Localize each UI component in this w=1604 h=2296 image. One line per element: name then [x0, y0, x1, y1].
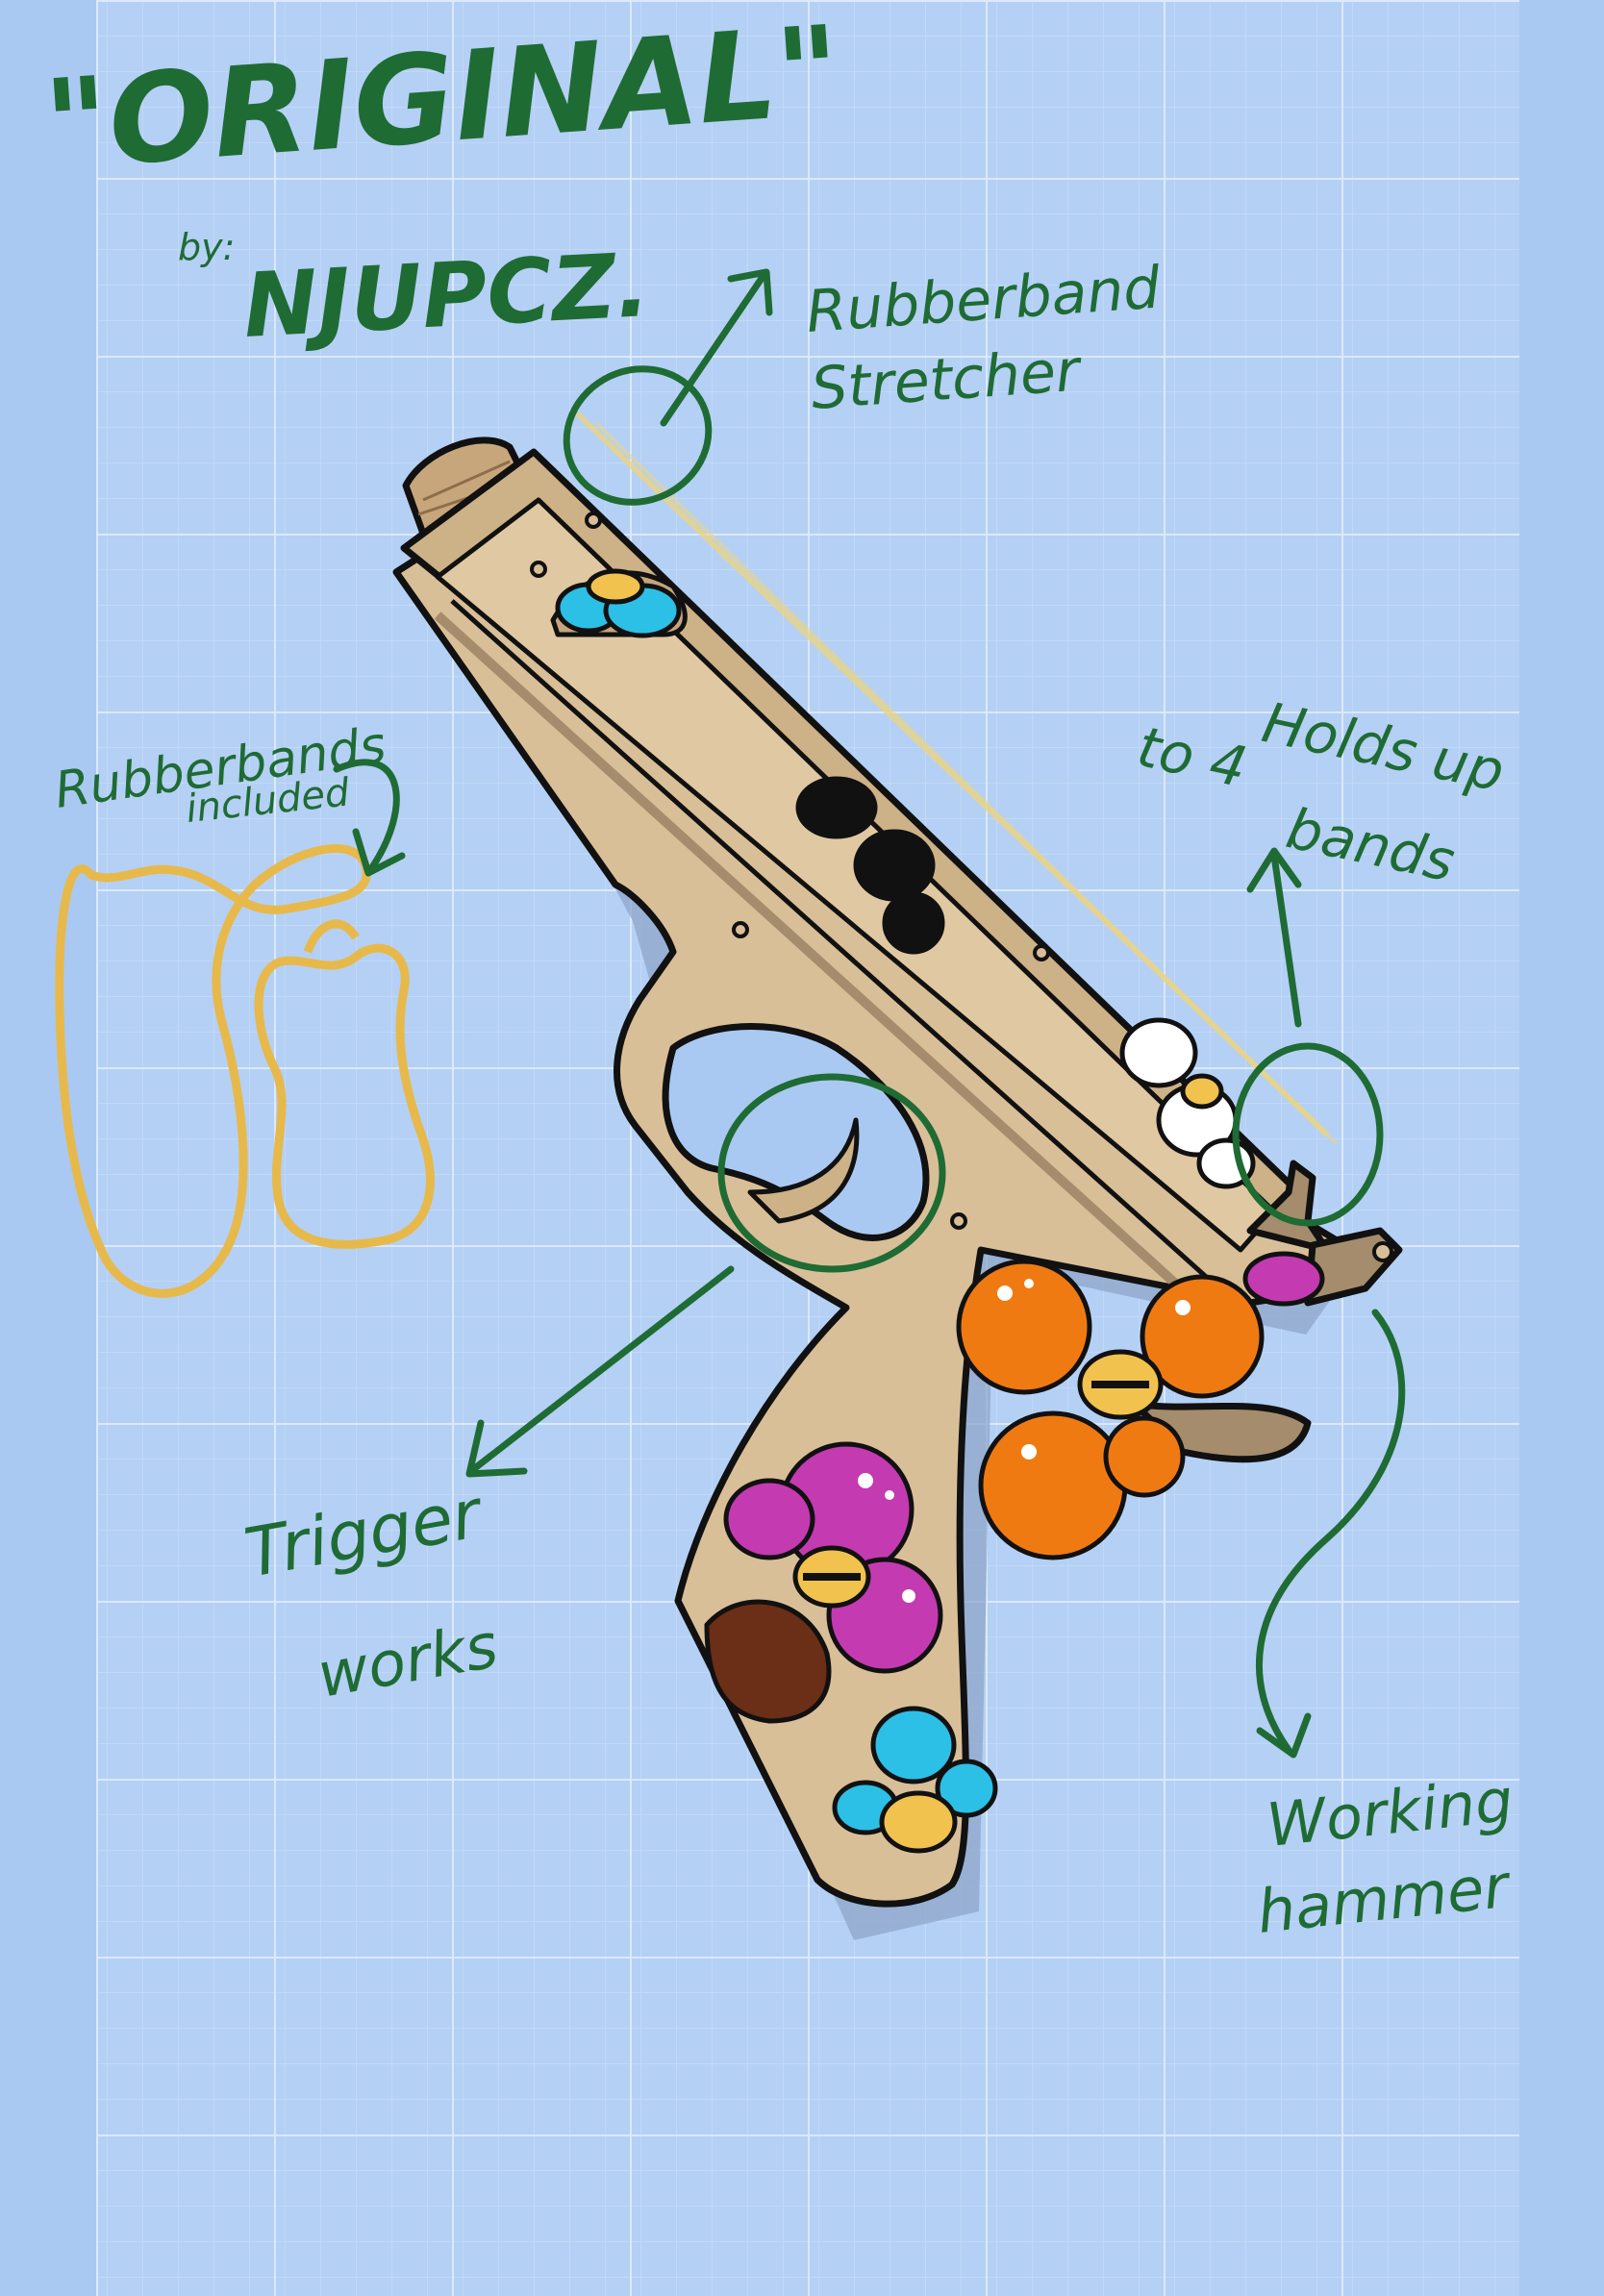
- flower-icon: [555, 568, 1325, 1854]
- signature: NJUPCZ.: [241, 234, 653, 358]
- byline-prefix: by:: [178, 226, 235, 268]
- stretched-rubber-band-2: [594, 421, 1339, 1146]
- rubber-band-icon: [55, 844, 435, 1298]
- circle-marker-icon: [563, 365, 1384, 1273]
- arrow-icon: [333, 268, 1406, 1759]
